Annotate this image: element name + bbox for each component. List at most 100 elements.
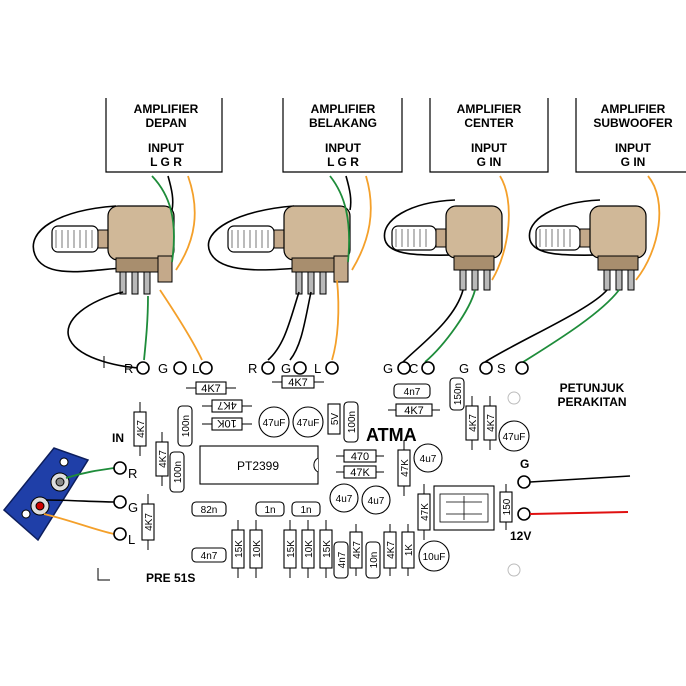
elcap-4u7-c: 4u7 (361, 485, 391, 515)
component-value: 4K7 (217, 399, 237, 411)
amp-subtitle: DEPAN (145, 116, 186, 130)
component-value: 47uF (297, 418, 320, 429)
amp-subtitle: SUBWOOFER (593, 116, 673, 130)
elcap-4u7-b: 4u7 (329, 483, 359, 513)
pad-label: C (409, 361, 418, 376)
component-value: 4K7 (158, 450, 169, 468)
amp-input-pins: G IN (621, 155, 646, 169)
resistor-4k7-vertical-e: 4K7 (483, 396, 497, 450)
pad-label: L (128, 532, 135, 547)
component-value: 10K (304, 540, 315, 558)
resistor-15k-b: 15K (283, 520, 297, 578)
cap-1n-b: 1n (291, 501, 321, 517)
cap-100n-c: 100n (343, 401, 359, 443)
cap-100n-b: 100n (169, 451, 185, 493)
potentiometer-subwoofer (535, 205, 647, 291)
component-value: 4n7 (201, 551, 218, 562)
resistor-10k-mirrored: 10K (202, 417, 252, 431)
pads-group-belakang: R G L (248, 361, 339, 376)
component-value: 100n (181, 415, 192, 437)
component-value: 47uF (503, 432, 526, 443)
component-value: 4K7 (468, 414, 479, 432)
resistor-4k7-right: 4K7 (388, 403, 440, 417)
ic-pt2399: PT2399 (199, 445, 319, 485)
resistor-470: 470 (336, 449, 384, 463)
cap-150n: 150n (449, 377, 465, 411)
amp-input-label: INPUT (325, 141, 362, 155)
component-value: 150 (502, 498, 513, 515)
resistor-4k7-vertical-d: 4K7 (465, 396, 479, 450)
component-value: 4n7 (337, 551, 348, 568)
component-value: 4u7 (336, 494, 353, 505)
pad-label: L (314, 361, 321, 376)
component-value: 100n (347, 411, 358, 433)
component-value: 15K (322, 540, 333, 558)
instructions-line1: PETUNJUK (560, 381, 625, 395)
pads-group-center: G C (383, 361, 435, 376)
resistor-4k7-vertical-a: 4K7 (133, 402, 147, 456)
cap-4n7-vertical: 4n7 (333, 541, 349, 579)
component-value: 4K7 (136, 420, 147, 438)
potentiometer-depan (51, 205, 175, 295)
amplifier-box-subwoofer: AMPLIFIER SUBWOOFER INPUT G IN (575, 98, 686, 173)
component-value: 47K (350, 467, 370, 479)
instructions-line2: PERAKITAN (557, 395, 626, 409)
pad-label: G (383, 361, 393, 376)
cap-4n7-top: 4n7 (393, 383, 431, 399)
brand-logo: ATMA (366, 425, 417, 445)
resistor-10k-b: 10K (249, 520, 263, 578)
resistor-4k7-top2: 4K7 (272, 375, 324, 389)
component-value: 4K7 (201, 383, 221, 395)
pad-label: G (128, 500, 138, 515)
component-value: 47uF (263, 418, 286, 429)
pad-label: R (124, 361, 133, 376)
power-ground-label: G (520, 457, 529, 471)
amp-subtitle: BELAKANG (309, 116, 377, 130)
pad-label: G (158, 361, 168, 376)
resistor-1k: 1K (401, 524, 415, 576)
component-value: 150n (453, 383, 464, 405)
in-label: IN (112, 431, 124, 445)
resistor-4k7-mirrored: 4K7 (202, 399, 252, 413)
amp-title: AMPLIFIER (601, 102, 666, 116)
cap-1n-a: 1n (255, 501, 285, 517)
amp-title: AMPLIFIER (311, 102, 376, 116)
component-value: 10n (369, 552, 380, 569)
resistor-10k-c: 10K (301, 520, 315, 578)
component-value: 1n (264, 505, 275, 516)
component-value: 4K7 (386, 541, 397, 559)
resistor-47k-horizontal: 47K (336, 465, 384, 479)
amp-title: AMPLIFIER (457, 102, 522, 116)
component-value: 4K7 (404, 405, 424, 417)
component-value: 4K7 (352, 541, 363, 559)
cap-82n: 82n (191, 501, 227, 517)
amp-input-pins: L G R (150, 155, 182, 169)
component-value: 15K (234, 540, 245, 558)
pads-input: IN R G L (112, 431, 138, 547)
resistor-4k7-vertical-b: 4K7 (155, 432, 169, 486)
amp-title: AMPLIFIER (134, 102, 199, 116)
component-value: 100n (173, 461, 184, 483)
resistor-4k7-bottom-b: 4K7 (383, 524, 397, 576)
potentiometer-center (391, 205, 503, 291)
cap-100n-a: 100n (177, 405, 193, 447)
amplifier-box-depan: AMPLIFIER DEPAN INPUT L G R (105, 98, 223, 173)
component-value: 1K (404, 544, 415, 557)
pad-label: R (128, 466, 137, 481)
resistor-150: 150 (499, 484, 513, 530)
amplifier-box-center: AMPLIFIER CENTER INPUT G IN (429, 98, 549, 173)
jack-wires (43, 467, 115, 535)
elcap-47uf-c: 47uF (498, 420, 530, 452)
amp-input-pins: G IN (477, 155, 502, 169)
elcap-4u7-a: 4u7 (413, 443, 443, 473)
pot-loop-wires (32, 199, 605, 273)
amp-to-pot-wires (151, 175, 661, 281)
resistor-15k-a: 15K (231, 520, 245, 578)
component-value: 15K (286, 540, 297, 558)
pot-to-board-wires (67, 279, 620, 369)
component-value: 470 (351, 451, 369, 463)
amplifier-box-belakang: AMPLIFIER BELAKANG INPUT L G R (282, 98, 403, 173)
amp-subtitle: CENTER (464, 116, 514, 130)
pad-label: G (459, 361, 469, 376)
